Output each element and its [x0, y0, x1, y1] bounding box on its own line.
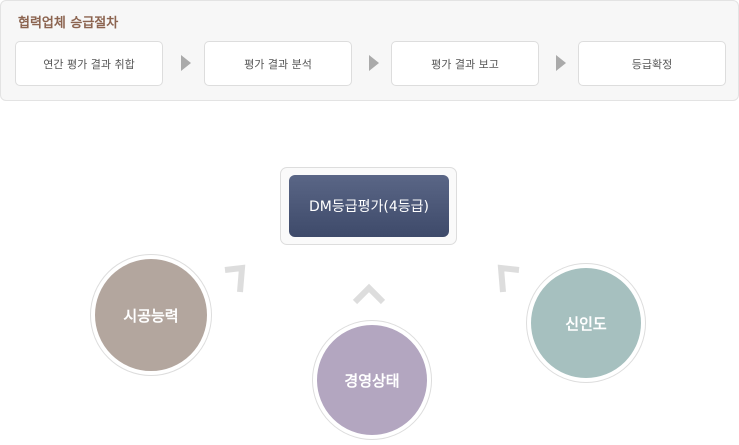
arrow-right-icon	[369, 55, 379, 71]
dm-grade-label: DM등급평가(4등급)	[289, 175, 449, 237]
step-4: 등급확정	[578, 41, 726, 86]
arrow-right-icon	[181, 55, 191, 71]
arrow-right-icon	[556, 55, 566, 71]
step-2: 평가 결과 분석	[204, 41, 352, 86]
step-3: 평가 결과 보고	[391, 41, 539, 86]
chevron-up-right-icon	[224, 264, 246, 293]
factor-credibility: 신인도	[527, 264, 645, 382]
chevron-up-icon	[352, 283, 386, 305]
panel-title: 협력업체 승급절차	[18, 16, 119, 31]
step-1: 연간 평가 결과 취합	[15, 41, 163, 86]
factor-management-status: 경영상태	[313, 321, 431, 439]
chevron-up-left-icon	[497, 264, 520, 293]
center-box: DM등급평가(4등급)	[280, 167, 457, 245]
procedure-panel: 협력업체 승급절차 연간 평가 결과 취합 평가 결과 분석 평가 결과 보고 …	[0, 0, 739, 101]
factor-construction-capacity: 시공능력	[91, 255, 211, 375]
